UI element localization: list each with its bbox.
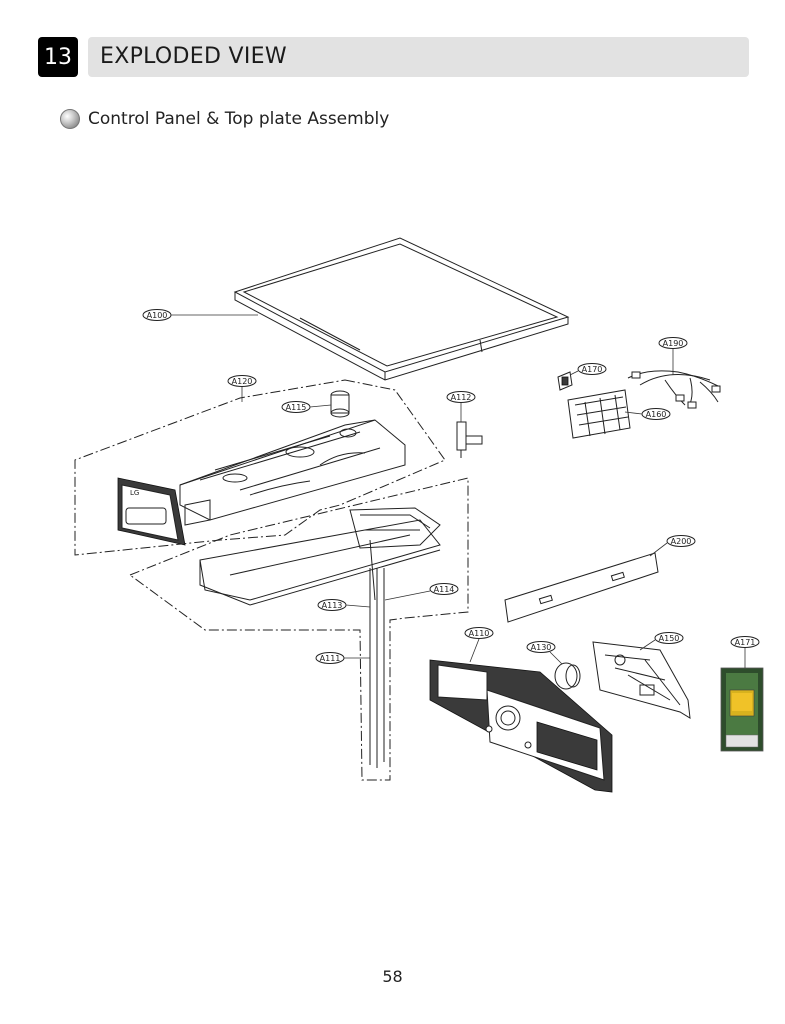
control-frame-part <box>199 507 441 606</box>
bracket-part <box>557 371 573 391</box>
svg-text:A200: A200 <box>671 537 692 546</box>
callout-a110: A110 <box>464 627 494 663</box>
svg-text:A150: A150 <box>659 634 680 643</box>
callout-a115: A115 <box>281 401 332 413</box>
svg-text:A114: A114 <box>434 585 455 594</box>
svg-text:A190: A190 <box>663 339 684 348</box>
knob-part <box>554 662 581 690</box>
svg-text:A160: A160 <box>646 410 667 419</box>
section-title: EXPLODED VIEW <box>100 44 287 69</box>
callout-a113: A113 <box>317 599 371 611</box>
section-number-badge: 13 <box>38 37 78 77</box>
callout-a150: A150 <box>639 632 684 651</box>
frame-assembly-boundary <box>128 477 469 781</box>
hose-connector-part <box>456 421 483 458</box>
callout-a170: A170 <box>569 363 607 376</box>
svg-text:A120: A120 <box>232 377 253 386</box>
sub-pcb-photo <box>720 667 764 752</box>
svg-text:A100: A100 <box>147 311 168 320</box>
svg-text:A111: A111 <box>320 654 341 663</box>
detergent-drawer-part: LG <box>117 419 406 546</box>
svg-text:A171: A171 <box>735 638 756 647</box>
callout-a160: A160 <box>624 408 671 420</box>
svg-text:A130: A130 <box>531 643 552 652</box>
callout-a130: A130 <box>526 641 563 665</box>
rail-part <box>504 552 659 623</box>
bullet-icon <box>60 109 80 129</box>
page-number: 58 <box>382 967 403 986</box>
svg-text:A110: A110 <box>469 629 490 638</box>
callout-a171: A171 <box>730 636 760 668</box>
control-panel-part <box>429 659 613 793</box>
subtitle: Control Panel & Top plate Assembly <box>88 109 390 129</box>
callout-a190: A190 <box>658 337 688 375</box>
section-header-bar: EXPLODED VIEW <box>88 37 749 77</box>
svg-text:A113: A113 <box>322 601 343 610</box>
pcb-holder-part <box>567 389 631 439</box>
callout-a112: A112 <box>446 391 476 422</box>
callout-a100: A100 <box>142 309 258 321</box>
wire-harness-part <box>627 370 721 409</box>
drawer-assembly-boundary <box>74 379 446 556</box>
section-number-text: 13 <box>44 44 72 70</box>
siphon-cap-part <box>330 390 350 418</box>
svg-text:A170: A170 <box>582 365 603 374</box>
lg-logo: LG <box>130 489 139 497</box>
svg-text:A112: A112 <box>451 393 472 402</box>
subtitle-row: Control Panel & Top plate Assembly <box>60 108 389 130</box>
callout-a114: A114 <box>384 583 459 601</box>
callout-a200: A200 <box>649 535 696 557</box>
callout-a111: A111 <box>315 652 370 664</box>
main-pcb-part <box>592 641 691 719</box>
callout-a120: A120 <box>227 375 257 402</box>
hoses-part <box>369 568 385 768</box>
svg-text:A115: A115 <box>286 403 307 412</box>
top-plate-part <box>233 237 570 381</box>
